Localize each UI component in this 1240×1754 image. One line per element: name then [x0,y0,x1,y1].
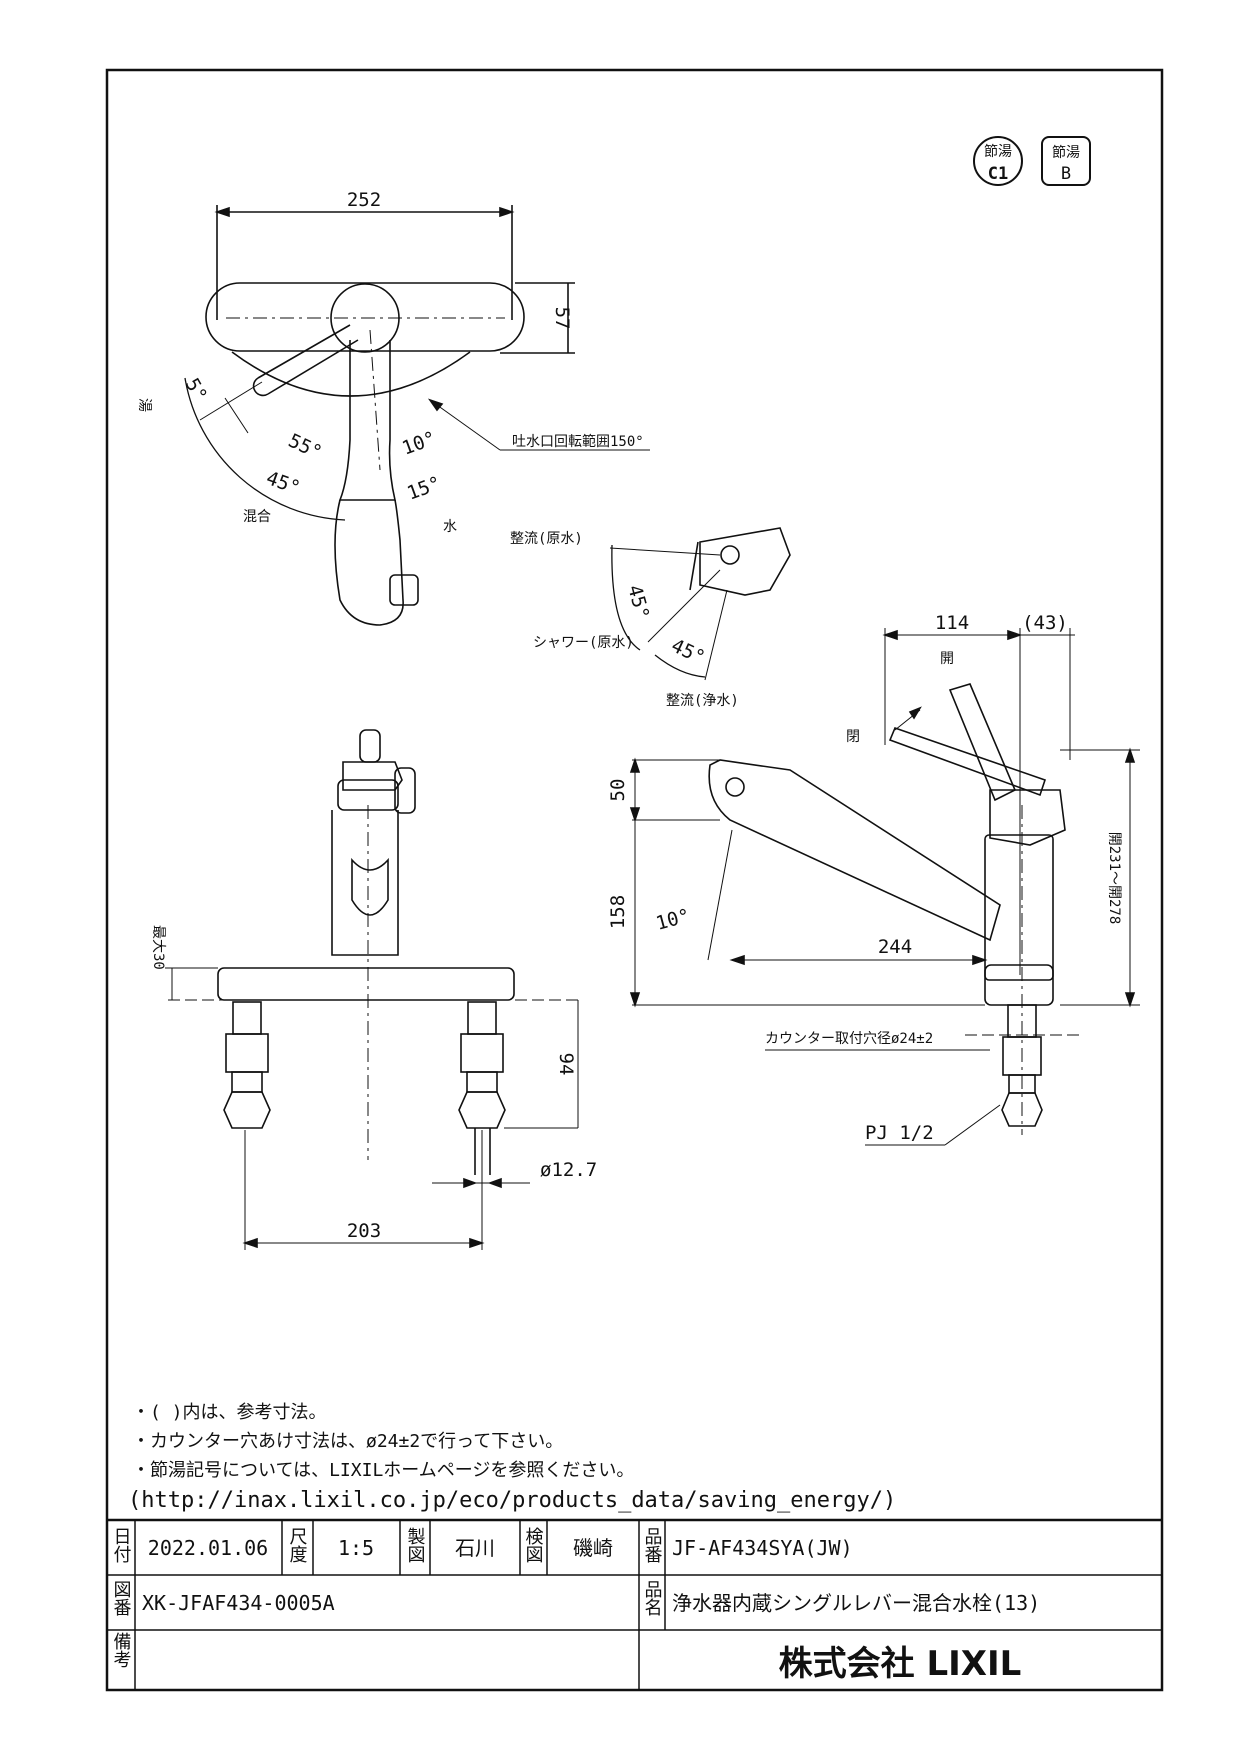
label-open: 開 [940,651,954,667]
dim-244: 244 [878,936,912,958]
saving-badge-b: 節湯 B [1041,136,1091,186]
label-shower-raw: シャワー(原水) [533,635,634,651]
dim-94: 94 [555,1053,577,1076]
tb-product-name: 浄水器内蔵シングルレバー混合水栓(13) [672,1591,1040,1615]
dim-203: 203 [347,1220,381,1242]
dim-max-30: 最大30 [150,925,166,970]
label-rectified-purified: 整流(浄水) [666,693,739,709]
dim-158: 158 [607,895,629,929]
dim-57: 57 [551,307,573,330]
tb-checked-by: 磯崎 [573,1536,613,1560]
note-3: ・節湯記号については、LIXILホームページを参照ください。 [132,1460,634,1481]
side-angle-10: 10° [654,905,693,935]
spray-angle-b: 45° [668,635,708,669]
spray-detail-view [609,527,791,681]
label-cold: 水 [443,519,457,535]
drawing-frame [105,68,1164,1692]
dim-43: (43) [1022,612,1068,634]
badge-b-bottom: B [1061,164,1071,184]
label-pj: PJ 1/2 [865,1122,934,1144]
label-close: 閉 [846,729,860,745]
badge-c1-top: 節湯 [984,143,1012,160]
note-1: ・( )内は、参考寸法。 [132,1402,327,1423]
top-view [184,205,650,626]
label-hot: 湯 [136,398,153,412]
label-rectified-raw: 整流(原水) [510,531,583,547]
note-url: (http://inax.lixil.co.jp/eco/products_da… [128,1488,896,1513]
tb-drawing-no-label: 図番 [111,1580,132,1616]
tb-part-no: JF-AF434SYA(JW) [672,1536,853,1560]
saving-badge-c1: 節湯 C1 [973,136,1023,186]
tb-scale: 1:5 [338,1536,374,1560]
tb-scale-label: 尺度 [287,1527,308,1563]
dim-50: 50 [607,779,629,802]
tb-part-no-label: 品番 [642,1527,663,1563]
tb-product-name-label: 品名 [642,1580,663,1616]
angle-55: 55° [285,430,325,464]
tb-drawing-no: XK-JFAF434-0005A [142,1591,335,1615]
badge-c1-bottom: C1 [988,164,1008,184]
tb-remarks-label: 備考 [111,1632,132,1668]
dim-252: 252 [347,189,381,211]
title-block-text: 日付 2022.01.06 尺度 1:5 製図 石川 検図 磯崎 品番 JF-A… [111,1527,1041,1684]
note-2: ・カウンター穴あけ寸法は、ø24±2で行って下さい。 [132,1431,563,1452]
side-view [629,628,1140,1146]
spray-angle-a: 45° [623,583,653,622]
angle-45: 45° [263,467,303,499]
badge-b-top: 節湯 [1052,144,1080,161]
tb-date-label: 日付 [111,1527,132,1564]
title-block [107,1518,1162,1690]
company-logo: 株式会社 LIXIL [779,1644,1022,1684]
tb-drawn-by: 石川 [455,1536,495,1560]
label-counter-hole: カウンター取付穴径ø24±2 [765,1031,933,1047]
dim-pipe-12-7: ø12.7 [540,1159,597,1181]
angle-10: 10° [399,427,439,459]
front-view [165,729,580,1250]
dim-114: 114 [935,612,969,634]
tb-drawn-label: 製図 [405,1527,426,1563]
dim-height-range: 開231～開278 [1106,832,1122,925]
label-mix: 混合 [243,509,271,525]
angle-15: 15° [404,472,444,504]
tb-checked-label: 検図 [523,1527,544,1563]
tb-date: 2022.01.06 [148,1536,268,1560]
notes: ・( )内は、参考寸法。 ・カウンター穴あけ寸法は、ø24±2で行って下さい。 … [128,1402,896,1513]
label-spout-rotation: 吐水口回転範囲150° [512,433,644,450]
